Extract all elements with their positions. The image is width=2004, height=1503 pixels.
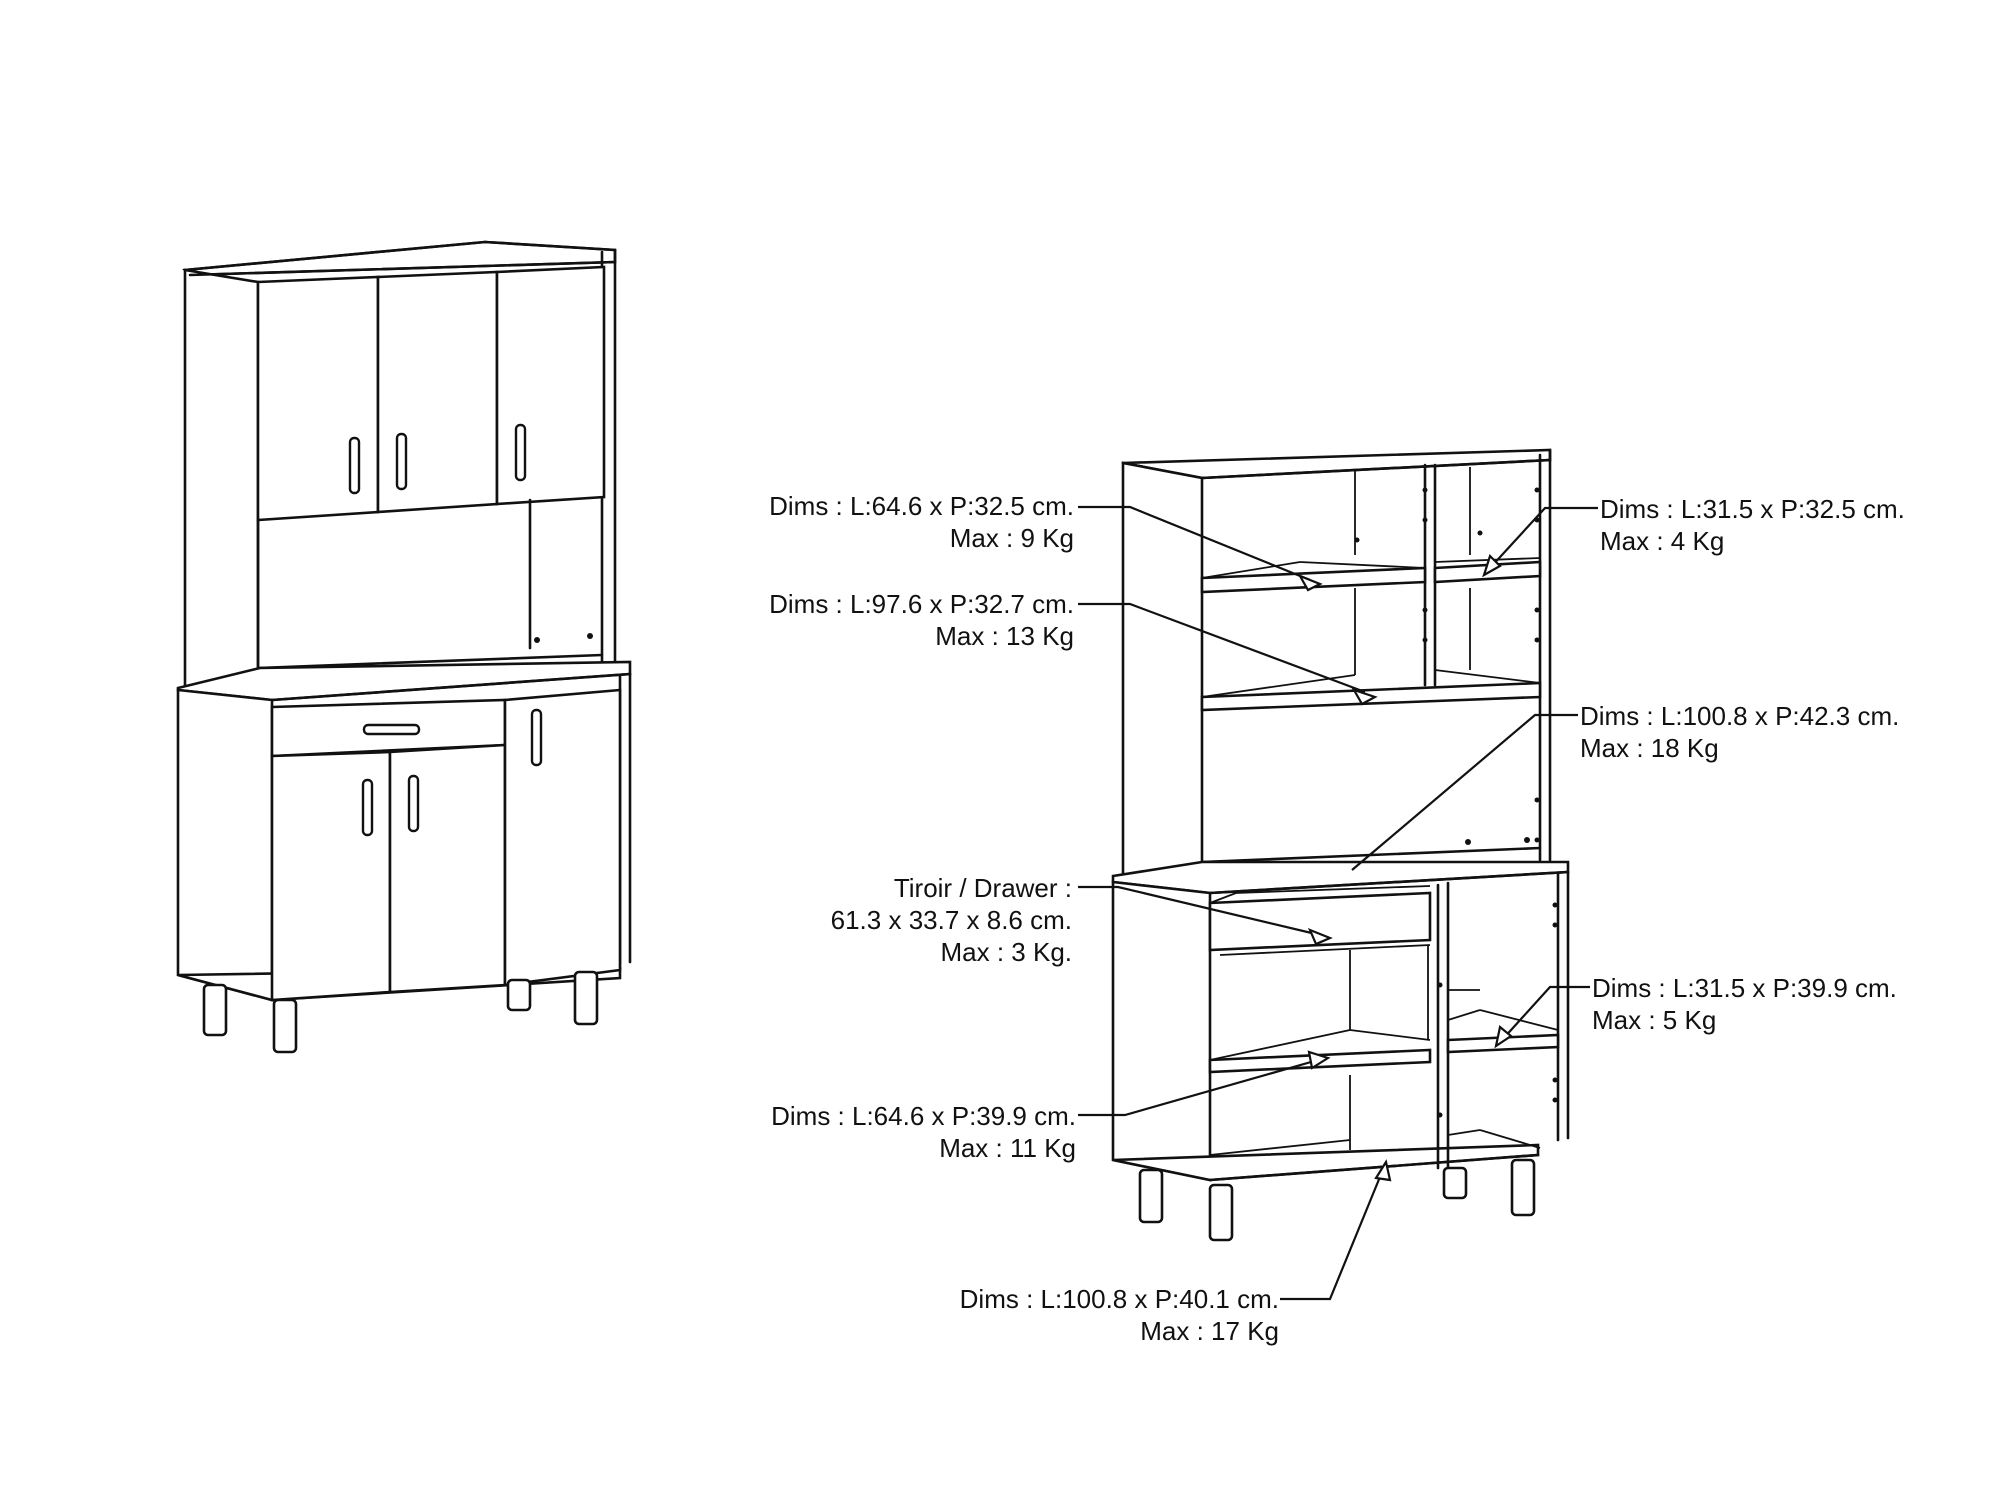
label-top-right-shelf: Dims : L:31.5 x P:32.5 cm. Max : 4 Kg bbox=[1600, 493, 1905, 557]
lower-door-middle bbox=[388, 743, 507, 994]
top-left-shelf-dims: Dims : L:64.6 x P:32.5 cm. bbox=[769, 491, 1074, 521]
middle-shelf-dims: Dims : L:97.6 x P:32.7 cm. bbox=[769, 589, 1074, 619]
leader-middle-shelf bbox=[1078, 602, 1366, 694]
open-leg-back-right bbox=[1442, 1166, 1468, 1200]
top-right-shelf-dims: Dims : L:31.5 x P:32.5 cm. bbox=[1600, 494, 1905, 524]
closed-cabinet-drawing bbox=[176, 240, 632, 1054]
hutch-handle-2 bbox=[395, 432, 408, 491]
lower-handle-1 bbox=[361, 778, 374, 837]
bottom-shelf-max: Max : 17 Kg bbox=[1140, 1316, 1279, 1346]
hutch-handle-3 bbox=[514, 423, 527, 482]
drawer-title: Tiroir / Drawer : bbox=[893, 873, 1072, 903]
lower-right-shelf-dims: Dims : L:31.5 x P:39.9 cm. bbox=[1592, 973, 1897, 1003]
hutch-left-side bbox=[183, 268, 260, 694]
label-drawer: Tiroir / Drawer : 61.3 x 33.7 x 8.6 cm. … bbox=[831, 872, 1072, 968]
open-leg-front-middle bbox=[1208, 1183, 1234, 1242]
drawer-max: Max : 3 Kg. bbox=[940, 937, 1073, 967]
top-left-shelf-max: Max : 9 Kg bbox=[949, 523, 1074, 553]
top-right-shelf-max: Max : 4 Kg bbox=[1600, 526, 1725, 556]
leader-bottom-shelf bbox=[1280, 1171, 1384, 1301]
open-cabinet-drawing bbox=[1111, 448, 1570, 1242]
hutch-door-right bbox=[495, 265, 606, 506]
leader-lower-left-shelf bbox=[1078, 1058, 1319, 1117]
leg-front-middle bbox=[272, 998, 298, 1054]
leg-front-left bbox=[202, 983, 228, 1037]
arrow-lower-left-shelf bbox=[1307, 1050, 1331, 1070]
leg-front-right bbox=[573, 970, 599, 1026]
label-middle-shelf: Dims : L:97.6 x P:32.7 cm. Max : 13 Kg bbox=[769, 588, 1074, 652]
drawer-dims: 61.3 x 33.7 x 8.6 cm. bbox=[830, 905, 1072, 935]
bottom-shelf-dims: Dims : L:100.8 x P:40.1 cm. bbox=[959, 1284, 1279, 1314]
label-top-left-shelf: Dims : L:64.6 x P:32.5 cm. Max : 9 Kg bbox=[769, 490, 1074, 554]
lower-right-shelf-max: Max : 5 Kg bbox=[1592, 1005, 1717, 1035]
lower-handle-3 bbox=[530, 708, 543, 767]
lower-door-right bbox=[503, 688, 622, 987]
leader-top-left-shelf bbox=[1078, 505, 1311, 582]
leader-lines bbox=[1078, 505, 1598, 1301]
open-lower-left-side bbox=[1111, 880, 1212, 1182]
arrow-top-left-shelf bbox=[1297, 573, 1323, 592]
open-leg-front-right bbox=[1510, 1158, 1536, 1217]
shelf-top-left bbox=[1200, 566, 1427, 594]
drawer-handle bbox=[362, 723, 421, 736]
arrow-bottom-shelf bbox=[1374, 1159, 1392, 1182]
open-hutch-left-side bbox=[1121, 461, 1204, 882]
leg-back-right bbox=[506, 978, 532, 1012]
arrow-drawer bbox=[1307, 927, 1333, 946]
lower-left-shelf-dims: Dims : L:64.6 x P:39.9 cm. bbox=[771, 1101, 1076, 1131]
lower-handle-2 bbox=[407, 774, 420, 833]
hutch-handle-1 bbox=[348, 436, 361, 495]
lower-left-shelf-max: Max : 11 Kg bbox=[939, 1133, 1076, 1163]
open-drawer bbox=[1208, 891, 1432, 952]
label-lower-left-shelf: Dims : L:64.6 x P:39.9 cm. Max : 11 Kg bbox=[771, 1100, 1076, 1164]
leader-top-right-shelf bbox=[1489, 506, 1598, 569]
open-leg-front-left bbox=[1138, 1168, 1164, 1224]
label-countertop: Dims : L:100.8 x P:42.3 cm. Max : 18 Kg bbox=[1580, 700, 1899, 764]
label-lower-right-shelf: Dims : L:31.5 x P:39.9 cm. Max : 5 Kg bbox=[1592, 972, 1897, 1036]
arrow-middle-shelf bbox=[1351, 688, 1378, 706]
arrow-lower-right-shelf bbox=[1494, 1025, 1513, 1049]
leader-drawer bbox=[1078, 885, 1321, 937]
countertop-dims: Dims : L:100.8 x P:42.3 cm. bbox=[1580, 701, 1900, 731]
leader-lower-right-shelf bbox=[1501, 985, 1590, 1041]
arrow-top-right-shelf bbox=[1482, 553, 1502, 578]
middle-shelf-max: Max : 13 Kg bbox=[935, 621, 1074, 651]
leader-countertop bbox=[1351, 713, 1578, 871]
countertop-max: Max : 18 Kg bbox=[1580, 733, 1719, 763]
lower-left-side bbox=[176, 688, 274, 1002]
lower-shelf-right bbox=[1446, 1033, 1560, 1054]
label-bottom-shelf: Dims : L:100.8 x P:40.1 cm. Max : 17 Kg bbox=[960, 1283, 1279, 1347]
